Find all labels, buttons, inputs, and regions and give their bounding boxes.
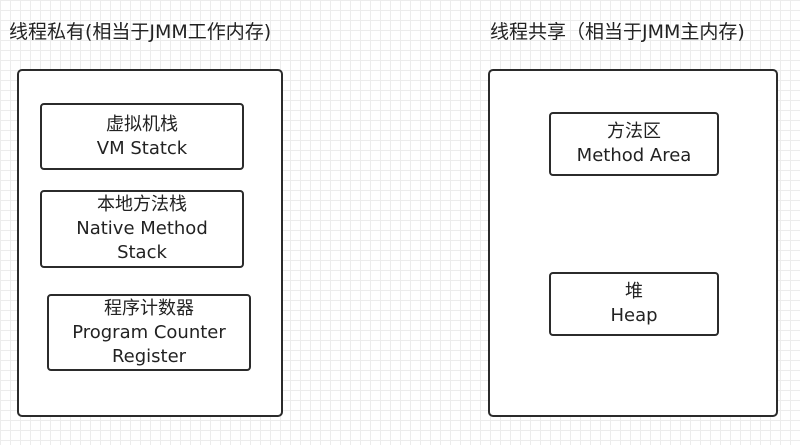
method-area-label-cn: 方法区 bbox=[607, 121, 661, 142]
vm-stack-label-cn: 虚拟机栈 bbox=[106, 113, 178, 135]
program-counter-label-cn: 程序计数器 bbox=[104, 297, 194, 319]
heap-label-en: Heap bbox=[610, 305, 658, 326]
program-counter-node: 程序计数器 Program Counter Register bbox=[47, 294, 251, 371]
native-method-stack-label-en-2: Stack bbox=[117, 242, 167, 263]
program-counter-label-en-2: Register bbox=[111, 345, 187, 367]
thread-shared-heading: 线程共享（相当于JMM主内存) bbox=[490, 21, 745, 43]
vm-stack-node: 虚拟机栈 VM Statck bbox=[40, 103, 244, 170]
native-method-stack-label-cn: 本地方法栈 bbox=[97, 194, 187, 215]
heap-node: 堆 Heap bbox=[549, 272, 719, 336]
method-area-node: 方法区 Method Area bbox=[549, 112, 719, 176]
thread-private-heading: 线程私有(相当于JMM工作内存) bbox=[9, 21, 272, 43]
native-method-stack-label-en: Native Method bbox=[76, 218, 208, 239]
method-area-label-en: Method Area bbox=[576, 145, 692, 166]
native-method-stack-node: 本地方法栈 Native Method Stack bbox=[40, 190, 244, 268]
program-counter-label-en: Program Counter bbox=[72, 321, 226, 343]
heap-label-cn: 堆 bbox=[625, 281, 643, 302]
vm-stack-label-en: VM Statck bbox=[96, 137, 188, 159]
